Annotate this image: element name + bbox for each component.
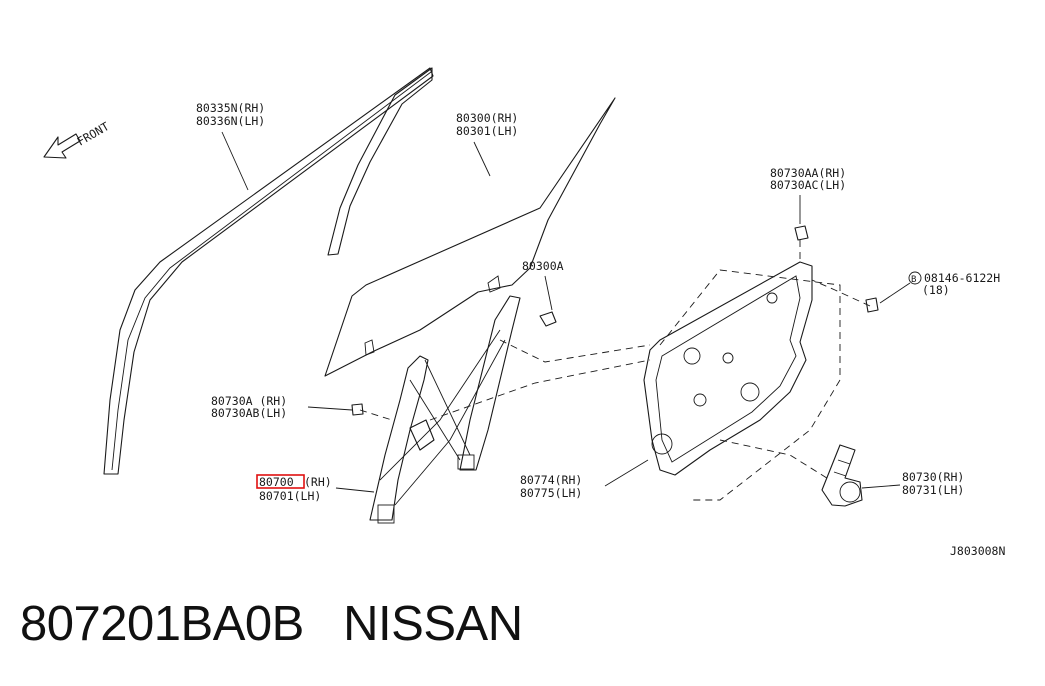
label-80730ac-lh: 80730AC(LH) (770, 178, 846, 192)
label-80300-rh: 80300(RH) (456, 111, 518, 125)
label-80300a: 80300A (522, 259, 564, 273)
door-module-panel (643, 261, 813, 476)
label-80700: 80700 (259, 475, 294, 489)
label-80730ab-lh: 80730AB(LH) (211, 406, 287, 420)
bolt-80730a-icon (351, 403, 364, 416)
bolt-08146-icon (865, 297, 879, 313)
leader-lines (221, 131, 911, 493)
label-80335n-rh: 80335N(RH) (196, 101, 265, 115)
window-run-channel (103, 67, 434, 475)
highlight-box (256, 474, 305, 489)
caption-gap (304, 597, 343, 651)
label-80301-lh: 80301(LH) (456, 124, 518, 138)
bolt-80730aa-icon (794, 225, 809, 241)
label-08146-6122h: 08146-6122H (924, 271, 1000, 285)
label-80730a-rh: 80730A (RH) (211, 394, 287, 408)
front-arrow-icon (43, 133, 81, 159)
label-bolt-symbol: B (911, 275, 916, 285)
front-label: FRONT (75, 119, 112, 148)
label-80731-lh: 80731(LH) (902, 483, 964, 497)
label-80775-lh: 80775(LH) (520, 486, 582, 500)
assembly-lines (359, 240, 871, 501)
label-80730-rh: 80730(RH) (902, 470, 964, 484)
window-regulator (369, 295, 521, 524)
regulator-motor (821, 444, 863, 507)
label-80774-rh: 80774(RH) (520, 473, 582, 487)
diagram-reference: J803008N (950, 544, 1005, 558)
part-number: 807201BA0B (20, 597, 304, 651)
label-80700-side: (RH) (304, 475, 332, 489)
bolt-80300a-icon (539, 311, 557, 327)
label-80336n-lh: 80336N(LH) (196, 114, 265, 128)
door-glass (324, 97, 616, 377)
label-80701-lh: 80701(LH) (259, 489, 321, 503)
label-bolt-qty: (18) (922, 283, 950, 297)
brand-name: NISSAN (343, 597, 523, 651)
bolt-symbol-icon (908, 271, 922, 285)
part-caption: 807201BA0B NISSAN (20, 596, 1020, 660)
label-80730aa-rh: 80730AA(RH) (770, 166, 846, 180)
